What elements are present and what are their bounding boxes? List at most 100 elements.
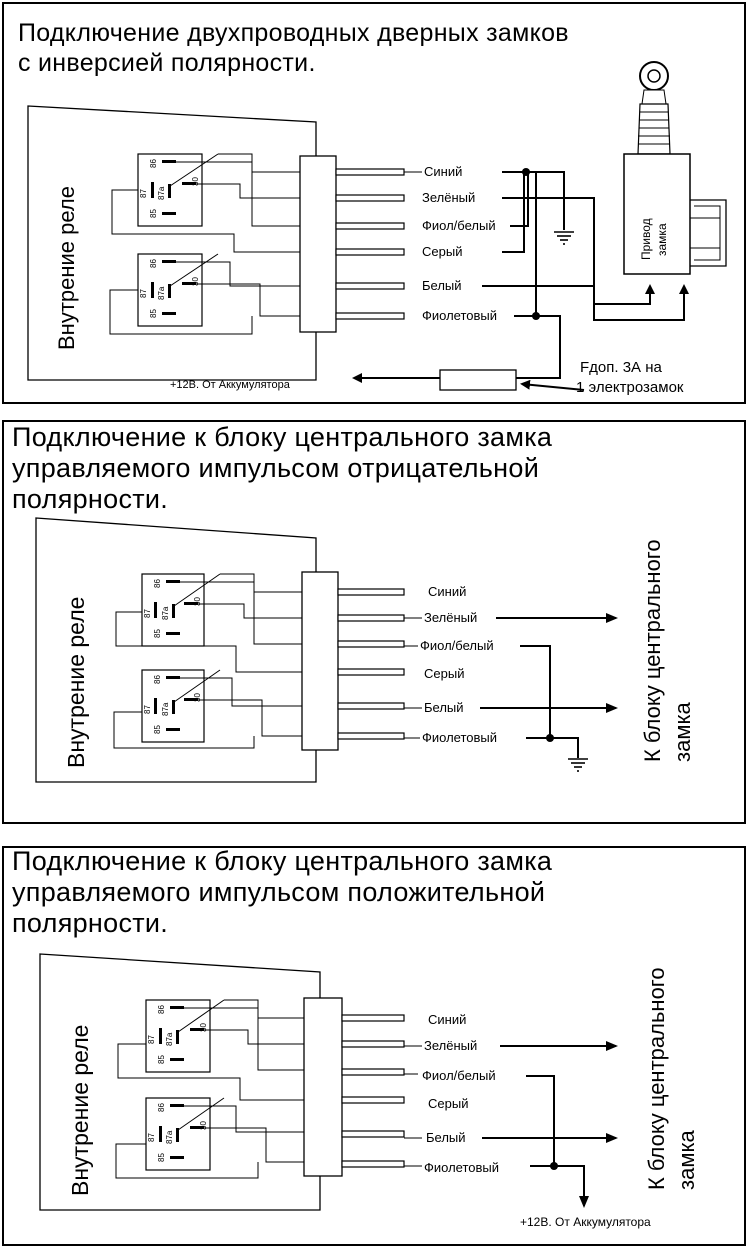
module-outline <box>39 953 321 1211</box>
junction-dot <box>546 734 554 742</box>
power-label: +12В. От Аккумулятора <box>170 379 291 391</box>
pin-30: 30 <box>191 177 200 186</box>
wire-label-violet: Фиолетовый <box>422 730 497 745</box>
title-line-2: управляемого импульсом положительной <box>12 877 546 907</box>
relay-1: 86 87 87a 30 85 <box>137 153 219 227</box>
junction-dot <box>522 168 530 176</box>
fuse <box>439 369 517 391</box>
wire-labels: Синий Зелёный Фиол/белый Серый Белый Фио… <box>422 164 497 323</box>
pin-85: 85 <box>153 725 162 734</box>
title-line-1: Подключение к блоку центрального замка <box>12 846 553 876</box>
side-label-2: замка <box>670 701 695 762</box>
external-wiring <box>404 1041 618 1200</box>
wiring-diagram: Внутрение реле 86 87 87a 30 85 86 87 8 <box>35 517 695 783</box>
pin-86: 86 <box>149 259 158 268</box>
connector-block <box>299 155 337 333</box>
power-label: +12В. От Аккумулятора <box>520 1215 651 1229</box>
pin-30: 30 <box>199 1121 208 1130</box>
connector-block <box>303 997 343 1177</box>
fuse-label-2: 1 электрозамок <box>576 379 684 396</box>
fuse-label-1: Fдоп. 3А на <box>580 359 663 376</box>
pin-86: 86 <box>157 1005 166 1014</box>
pin-30: 30 <box>191 277 200 286</box>
actuator-label-2: замка <box>655 223 669 256</box>
side-label-1: К блоку центрального <box>640 539 665 762</box>
title-line-1: Подключение двухпроводных дверных замков <box>18 19 569 47</box>
pin-86: 86 <box>153 675 162 684</box>
panel-inverse-polarity: Подключение двухпроводных дверных замков… <box>2 2 746 404</box>
side-label-1: К блоку центрального <box>644 967 669 1190</box>
wire-labels: Синий Зелёный Фиол/белый Серый Белый Фио… <box>420 584 497 745</box>
wire-label-violet-white: Фиол/белый <box>422 218 496 233</box>
wire-label-gray: Серый <box>424 666 464 681</box>
wire-labels: Синий Зелёный Фиол/белый Серый Белый Фио… <box>422 1012 499 1175</box>
relay-2: 86 87 87a 30 85 <box>145 1097 225 1171</box>
pin-86: 86 <box>153 579 162 588</box>
wire-label-gray: Серый <box>428 1096 468 1111</box>
internal-wiring <box>113 573 302 749</box>
side-label-2: замка <box>674 1129 699 1190</box>
wire-label-violet-white: Фиол/белый <box>420 638 494 653</box>
pin-85: 85 <box>149 209 158 218</box>
pin-85: 85 <box>157 1153 166 1162</box>
ground-icon <box>568 758 588 772</box>
pin-86: 86 <box>157 1103 166 1112</box>
pin-87a: 87a <box>165 1032 174 1046</box>
connector-pins <box>335 168 405 320</box>
pin-87a: 87a <box>161 702 170 716</box>
wire-label-white: Белый <box>422 278 462 293</box>
pin-86: 86 <box>149 159 158 168</box>
junction-dot <box>550 1162 558 1170</box>
pin-87: 87 <box>139 289 148 298</box>
wire-label-green: Зелёный <box>424 610 477 625</box>
pin-30: 30 <box>193 693 202 702</box>
pin-87a: 87a <box>161 606 170 620</box>
wire-label-blue: Синий <box>428 584 466 599</box>
connector-pins <box>337 588 405 740</box>
wire-label-blue: Синий <box>424 164 462 179</box>
wire-label-violet: Фиолетовый <box>422 308 497 323</box>
relay-1: 86 87 87a 30 85 <box>145 999 225 1073</box>
pin-85: 85 <box>157 1055 166 1064</box>
pin-87: 87 <box>147 1133 156 1142</box>
module-outline <box>35 517 317 783</box>
title-line-2: управляемого импульсом отрицательной <box>12 453 540 483</box>
internal-wiring <box>109 153 300 335</box>
title-line-1: Подключение к блоку центрального замка <box>12 422 553 452</box>
pin-87a: 87a <box>165 1130 174 1144</box>
module-outline <box>27 105 317 381</box>
relay-2: 86 87 87a 30 85 <box>137 253 219 327</box>
title-line-3: полярности. <box>12 484 169 514</box>
external-wiring <box>404 613 618 758</box>
wire-label-green: Зелёный <box>422 190 475 205</box>
wire-label-blue: Синий <box>428 1012 466 1027</box>
relay-label: Внутрение реле <box>63 597 89 768</box>
pin-87: 87 <box>139 189 148 198</box>
title-line-3: полярности. <box>12 908 169 938</box>
relay-label: Внутрение реле <box>54 186 79 350</box>
wire-label-green: Зелёный <box>424 1038 477 1053</box>
pin-87: 87 <box>147 1035 156 1044</box>
pin-87a: 87a <box>157 186 166 200</box>
wiring-diagram: Внутрение реле 86 87 87a 30 85 86 87 8 <box>39 953 699 1229</box>
panel-title: Подключение двухпроводных дверных замков… <box>18 18 569 78</box>
wire-label-white: Белый <box>426 1130 466 1145</box>
pin-85: 85 <box>153 629 162 638</box>
wire-label-white: Белый <box>424 700 464 715</box>
actuator-label-1: Привод <box>639 218 653 260</box>
pin-85: 85 <box>149 309 158 318</box>
relay-2: 86 87 87a 30 85 <box>141 669 221 743</box>
ground-icon <box>554 231 574 245</box>
pin-30: 30 <box>193 597 202 606</box>
wire-label-violet: Фиолетовый <box>424 1160 499 1175</box>
actuator-icon <box>623 61 727 275</box>
pin-30: 30 <box>199 1023 208 1032</box>
pin-87a: 87a <box>157 286 166 300</box>
connector-block <box>301 571 339 751</box>
connector-pins <box>341 1014 405 1168</box>
wire-label-violet-white: Фиол/белый <box>422 1068 496 1083</box>
